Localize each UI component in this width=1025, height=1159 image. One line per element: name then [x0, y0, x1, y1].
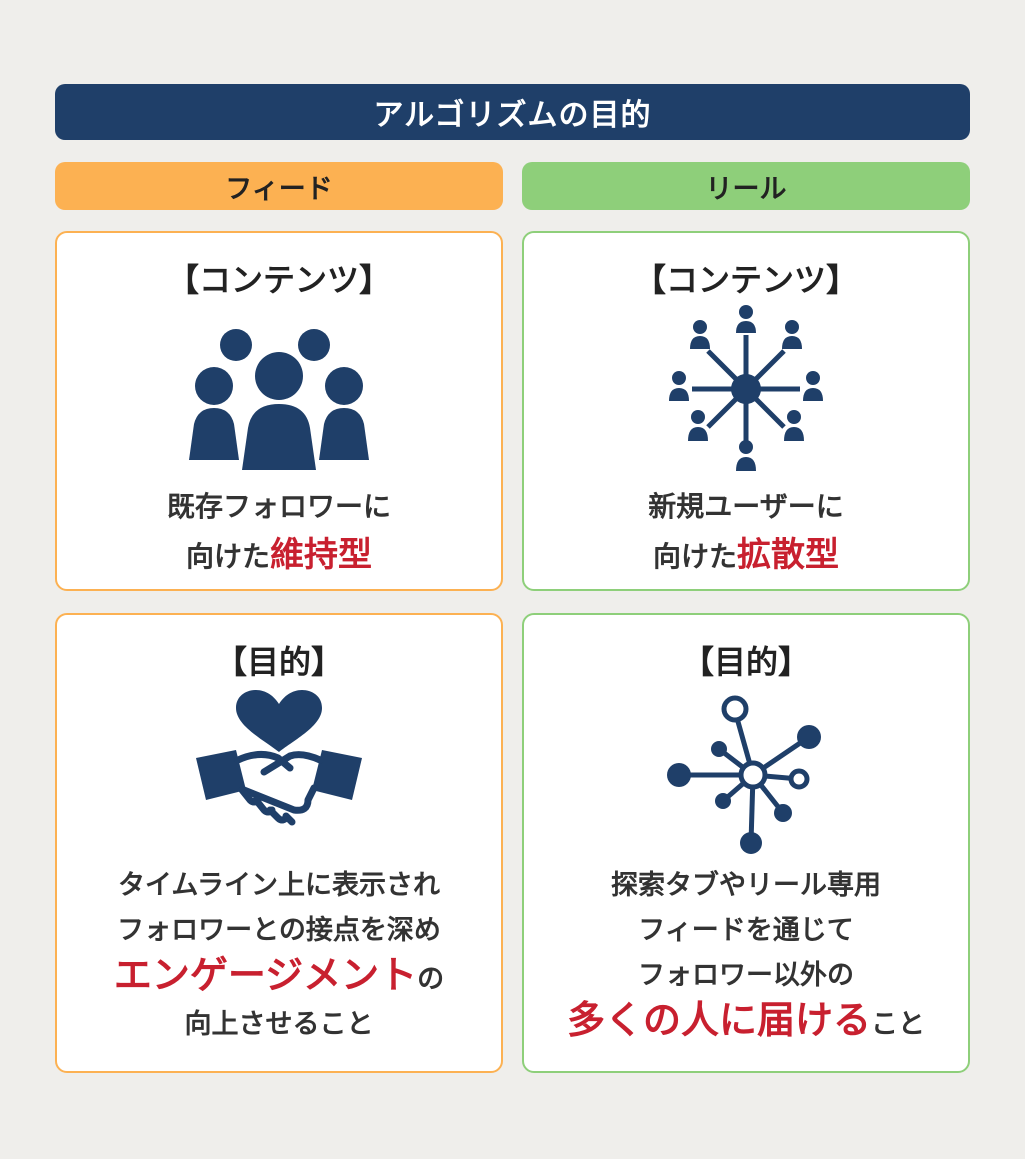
feed-purpose-card: 【目的】 タイムライン上に表示され フォロワーとの接点を深め エンゲージメントの…: [55, 613, 503, 1073]
feed-purpose-title: 【目的】: [214, 643, 343, 681]
highlight-text: エンゲージメント: [113, 953, 418, 997]
reel-content-title: 【コンテンツ】: [633, 261, 858, 299]
reel-content-description: 新規ユーザーに 向けた拡散型: [648, 490, 844, 575]
reel-content-card: 【コンテンツ】 新規ユーザーに 向けた拡散型: [522, 231, 970, 591]
reel-purpose-title: 【目的】: [681, 643, 810, 681]
network-people-icon: [669, 305, 823, 471]
highlight-text: 維持型: [270, 535, 372, 575]
handshake-heart-icon: [196, 690, 362, 826]
feed-content-description: 既存フォロワーに 向けた維持型: [166, 490, 391, 575]
group-people-icon: [189, 329, 369, 470]
feed-purpose-description: タイムライン上に表示され フォロワーとの接点を深め エンゲージメントの 向上させ…: [113, 870, 445, 1040]
reel-purpose-card: 【目的】 探索タブやリール専用 フィードを通じて フォロワー: [522, 613, 970, 1073]
highlight-text: 拡散型: [737, 535, 839, 575]
page-title: アルゴリズムの目的: [55, 84, 970, 140]
column-header-feed: フィード: [55, 162, 503, 210]
network-nodes-icon: [667, 695, 821, 854]
feed-content-card: 【コンテンツ】 既存フォロワーに 向けた維持型: [55, 231, 503, 591]
column-header-reel: リール: [522, 162, 970, 210]
feed-content-title: 【コンテンツ】: [166, 261, 391, 299]
highlight-text: 多くの人に届ける: [566, 998, 871, 1042]
reel-purpose-description: 探索タブやリール専用 フィードを通じて フォロワー以外の 多くの人に届けること: [566, 870, 925, 1042]
